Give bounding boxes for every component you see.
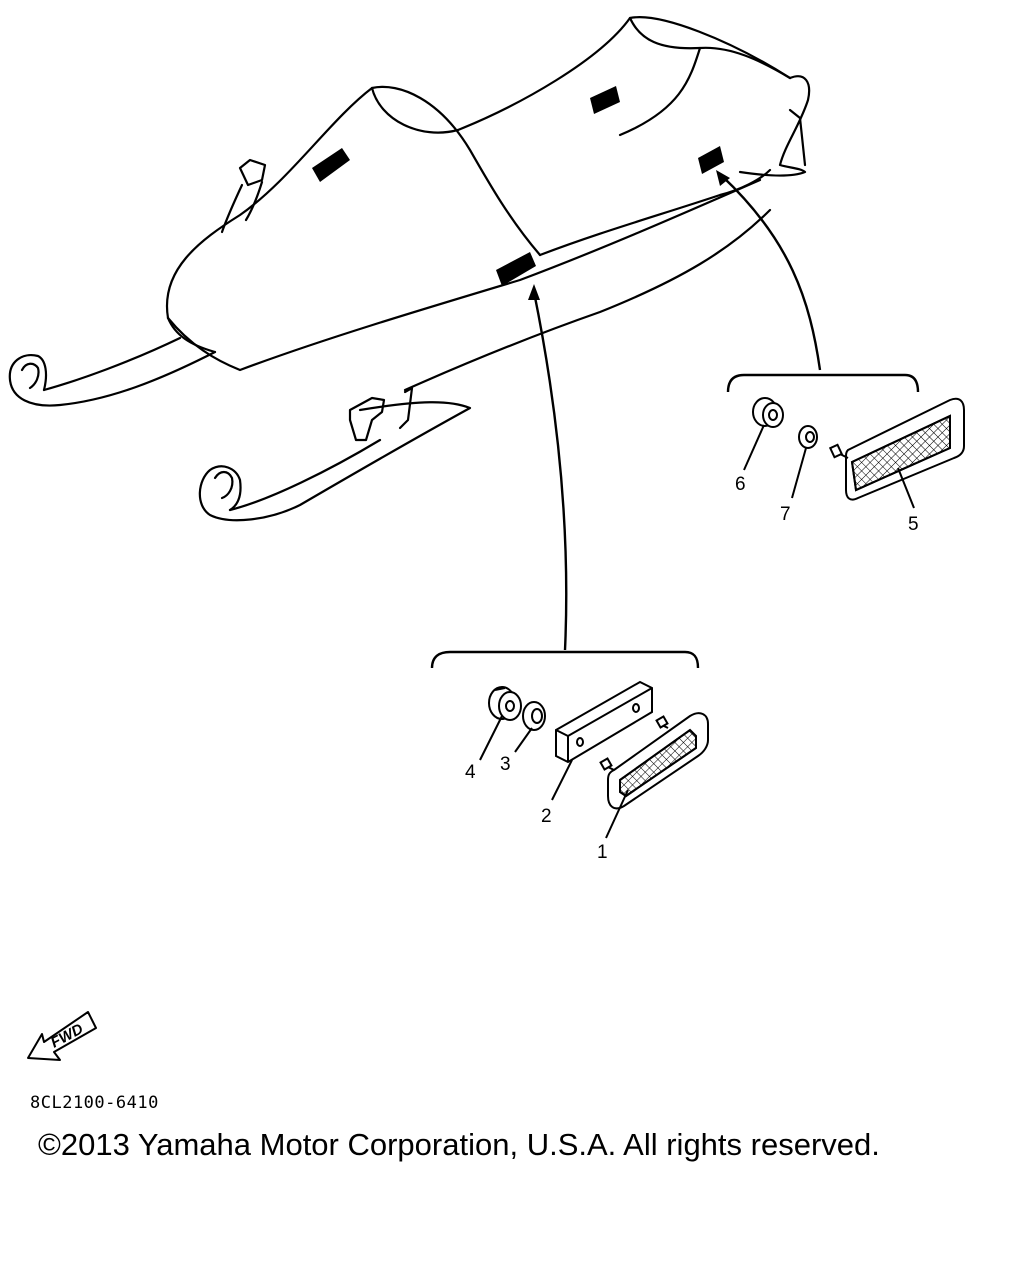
parts-group-rear <box>743 397 965 509</box>
callout-4: 4 <box>465 762 476 783</box>
callout-labels: 1 2 3 4 5 6 7 <box>465 474 919 863</box>
snowmobile-illustration <box>8 16 811 522</box>
diagram-part-code: 8CL2100-6410 <box>30 1093 159 1113</box>
callout-3: 3 <box>500 754 511 775</box>
washer-7 <box>798 425 818 449</box>
washer-3 <box>522 701 546 731</box>
leader-lines <box>430 175 920 669</box>
callout-5: 5 <box>908 514 919 535</box>
reflector-5 <box>828 397 965 501</box>
callout-2: 2 <box>541 806 552 827</box>
copyright-notice: ©2013 Yamaha Motor Corporation, U.S.A. A… <box>38 1127 880 1162</box>
reflector-plate-2 <box>555 680 653 764</box>
arrow-heads <box>528 170 730 300</box>
parts-group-front <box>479 680 709 839</box>
callout-6: 6 <box>735 474 746 495</box>
fwd-arrow-icon: FWD <box>27 1011 97 1061</box>
fwd-label: FWD <box>48 1020 86 1051</box>
callout-7: 7 <box>780 504 791 525</box>
callout-1: 1 <box>597 842 608 863</box>
flange-nut-6 <box>752 397 784 428</box>
flange-nut-4 <box>488 686 522 721</box>
reflector-locations <box>312 86 724 286</box>
reflector-1 <box>599 712 709 810</box>
